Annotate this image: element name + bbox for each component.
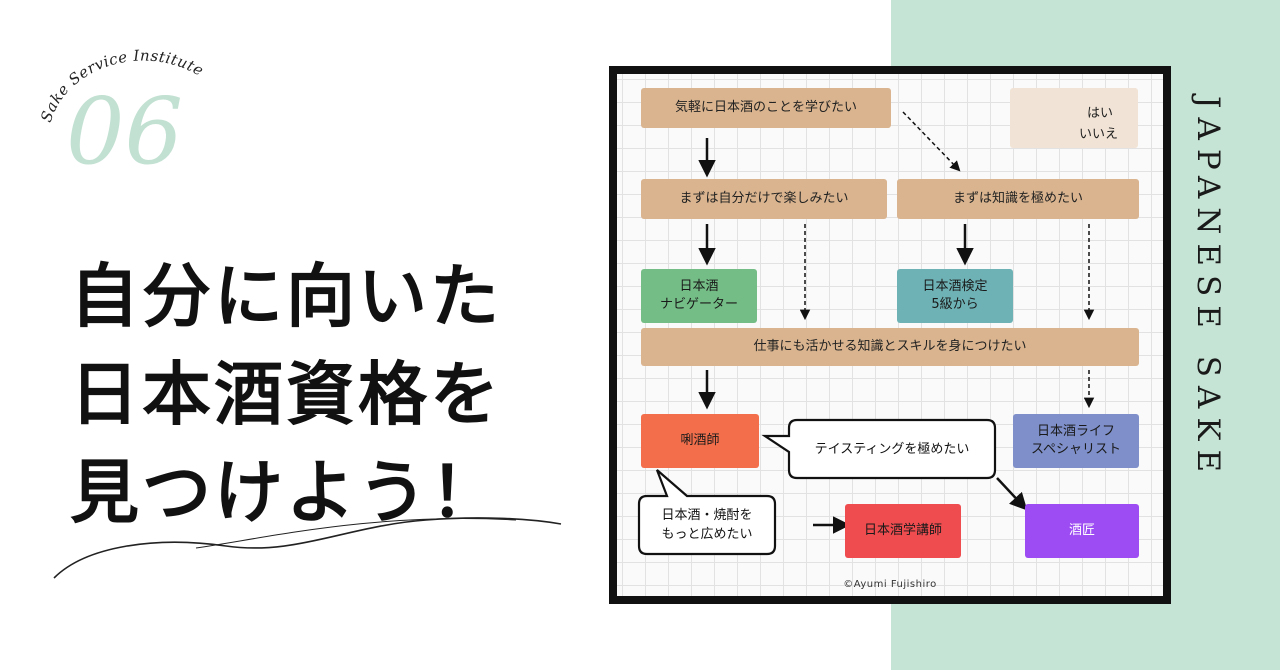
bubble-spread-shape: [637, 469, 777, 556]
bubble-spread-line-2: もっと広めたい: [661, 527, 753, 542]
arrow-start-knowledge: [902, 111, 961, 172]
arc-title: Sake Service Institute: [37, 46, 206, 124]
headline-line-2: 日本酒資格を: [70, 355, 502, 435]
node-start: 気軽に日本酒のことを学びたい: [641, 88, 891, 128]
flowchart-frame: はい いいえ 気軽に日本酒のことを学びたい まずは自分だけで楽しみたい まずは知…: [609, 66, 1171, 604]
node-navigator-line-2: ナビゲーター: [659, 297, 738, 312]
node-navigator-line-1: 日本酒: [679, 279, 719, 294]
node-life-line-1: 日本酒ライフ: [1036, 424, 1115, 439]
issue-number: 06: [66, 78, 184, 185]
bubble-tasting-shape: [761, 418, 997, 480]
side-vertical-title: JAPANESE SAKE: [1190, 96, 1226, 482]
legend-box: [1010, 88, 1138, 148]
node-enjoy: まずは自分だけで楽しみたい: [641, 179, 887, 219]
arrow-tasting-master: [996, 477, 1028, 511]
node-sommelier: 唎酒師: [641, 414, 759, 468]
legend-no-label: いいえ: [1079, 127, 1119, 142]
node-kentei-line-2: 5級から: [931, 297, 979, 312]
node-skill: 仕事にも活かせる知識とスキルを身につけたい: [641, 328, 1139, 366]
decorative-swash: [53, 517, 562, 579]
credit-text: ©Ayumi Fujishiro: [843, 579, 937, 590]
bubble-spread: 日本酒・焼酎を もっと広めたい: [639, 496, 775, 554]
node-knowledge: まずは知識を極めたい: [897, 179, 1139, 219]
bubble-spread-line-1: 日本酒・焼酎を: [661, 508, 753, 523]
flowchart-arrows: [637, 103, 1095, 556]
node-master: 酒匠: [1025, 504, 1139, 558]
node-navigator: 日本酒 ナビゲーター: [641, 269, 757, 323]
bubble-tasting: テイスティングを極めたい: [814, 441, 970, 457]
node-life: 日本酒ライフ スペシャリスト: [1013, 414, 1139, 468]
headline-line-1: 自分に向いた: [70, 257, 502, 337]
headline: 自分に向いた 日本酒資格を 見つけよう！: [70, 248, 550, 542]
node-kentei-line-1: 日本酒検定: [922, 279, 988, 294]
node-lecturer: 日本酒学講師: [845, 504, 961, 558]
node-kentei: 日本酒検定 5級から: [897, 269, 1013, 323]
node-life-line-2: スペシャリスト: [1030, 442, 1122, 457]
legend-yes-label: はい: [1087, 106, 1114, 121]
